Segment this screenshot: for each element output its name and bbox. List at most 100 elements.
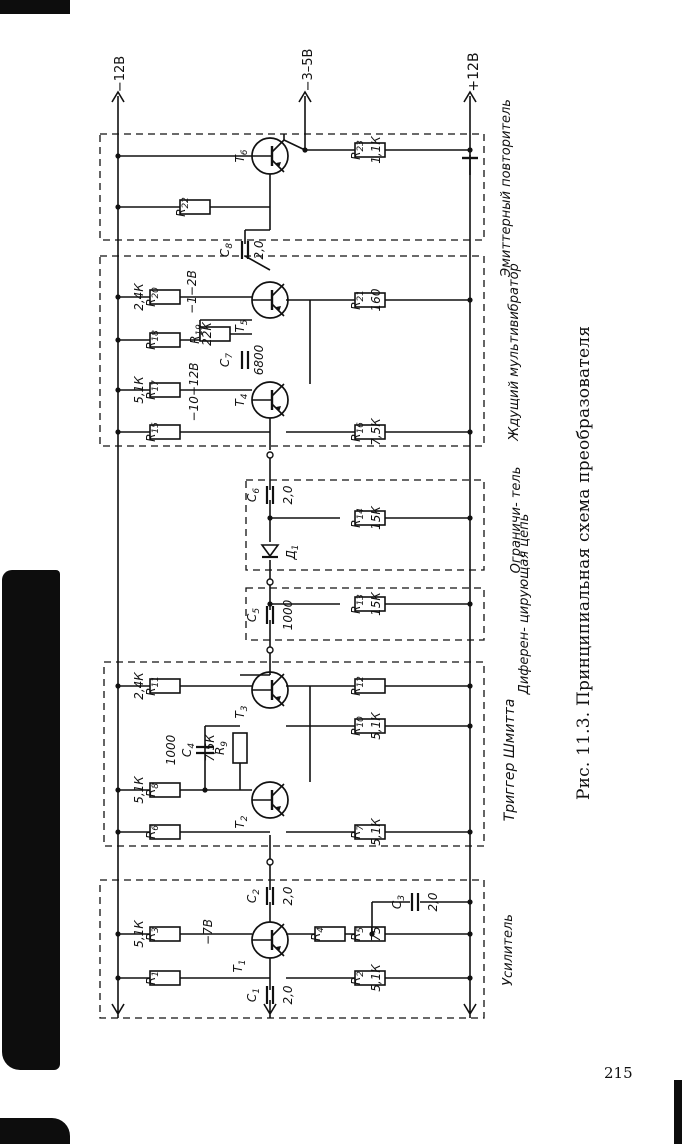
block-label-schmitt-trigger: Триггер Шмитта [502, 699, 518, 822]
value-c2: 2,0 [281, 886, 295, 905]
resistor-r12 [354, 678, 386, 694]
label-r9: R9 [213, 741, 230, 755]
transistor-collector-lead [271, 283, 285, 297]
transistor-collector-lead [271, 783, 285, 797]
transistor-emitter-arrow [276, 806, 281, 812]
rail-positive-label: +12В [466, 52, 482, 91]
label-c7-text: C7 [218, 353, 235, 367]
label-r4-text: R4 [309, 927, 326, 941]
block-label-limiter-text: Ограничи- тель [509, 467, 524, 574]
value-r16: 7,5К [369, 418, 383, 446]
label-c4: C4 [180, 743, 197, 757]
diode-d1 [260, 544, 280, 558]
value-r17-text: 5,1К [132, 376, 146, 404]
label-t1: T1 [231, 959, 248, 972]
value-c1: 2,0 [281, 985, 295, 1004]
block-label-limiter: Ограничи- тель [509, 467, 524, 574]
node-label-t4-text: −10−12В [187, 363, 201, 422]
label-c6-text: C6 [245, 488, 262, 502]
junction-dot [115, 429, 121, 435]
value-c7: 6800 [252, 344, 266, 375]
value-r13: 15К [369, 592, 383, 616]
label-r16: R16 [349, 422, 366, 442]
negative-rail-terminal-arrow [111, 1003, 125, 1018]
label-r17-text: R17 [144, 380, 161, 400]
node-label-t1: −7В [201, 919, 215, 945]
label-r17: R17 [144, 380, 161, 400]
output-label-text: −3–5В [301, 49, 316, 92]
input-arrow [263, 1003, 277, 1018]
block-emitter-follower [99, 133, 485, 241]
positive-rail-terminal-arrow [463, 1003, 477, 1018]
block-differentiator [245, 587, 485, 641]
value-r14-text: 15К [369, 506, 383, 530]
label-r22: R22 [174, 197, 191, 217]
transistor-emitter-arrow [276, 696, 281, 702]
label-r1-text: R1 [144, 971, 161, 985]
output-arrow [298, 90, 312, 150]
node-label-t4: −10−12В [187, 363, 201, 422]
node-label-t1-text: −7В [201, 919, 215, 945]
label-t2-text: T2 [233, 815, 250, 828]
label-r23: R23 [349, 140, 366, 160]
label-r9-text: R9 [213, 741, 230, 755]
value-c5: 1000 [281, 599, 295, 630]
junction-dot [467, 723, 473, 729]
junction-dot [467, 297, 473, 303]
rail-negative-label: −12В [113, 56, 128, 92]
label-r14: R14 [349, 508, 366, 528]
value-r19-text: 22К [200, 322, 214, 346]
label-r14-text: R14 [349, 508, 366, 528]
label-t1-text: T1 [231, 959, 248, 972]
junction-dot [467, 975, 473, 981]
label-r18-text: R18 [144, 330, 161, 350]
block-label-multivibrator: Ждущий мультивибратор [507, 263, 522, 442]
label-c8: C8 [218, 243, 235, 257]
junction-dot [467, 899, 473, 905]
value-c6: 2,0 [281, 485, 295, 504]
block-label-amplifier-text: Усилитель [501, 914, 516, 986]
label-r12-text: R12 [349, 676, 366, 696]
label-r3-text: R3 [144, 927, 161, 941]
value-r23: 1,1К [369, 136, 383, 164]
transistor-emitter-arrow [276, 162, 281, 168]
label-r21: R21 [349, 290, 366, 310]
label-c7: C7 [218, 353, 235, 367]
block-label-differentiator: Диферен- цирующая цепь [517, 514, 532, 696]
wire [244, 255, 271, 271]
terminal-ring [266, 858, 274, 866]
label-c4-text: C4 [180, 743, 197, 757]
value-r9-text: 7,5К [203, 734, 217, 762]
value-r14: 15К [369, 506, 383, 530]
junction-dot [202, 787, 208, 793]
label-r15: R15 [144, 422, 161, 442]
transistor-emitter-arrow [276, 946, 281, 952]
figure-caption-text: Рис. 11.3. Принципиальная схема преобраз… [574, 325, 594, 800]
transistor-collector-lead [271, 383, 285, 397]
label-c2: C2 [245, 889, 262, 903]
block-schmitt-trigger [103, 661, 485, 847]
junction-dot [467, 931, 473, 937]
label-r4: R4 [309, 927, 326, 941]
label-t3: T3 [233, 705, 250, 718]
label-t5-text: T5 [233, 319, 250, 332]
block-label-emitter-follower-text: Эмиттерный повторитель [499, 99, 514, 278]
label-d1: Д1 [284, 544, 301, 560]
junction-dot [467, 147, 473, 153]
value-r3-text: 5,1К [132, 920, 146, 948]
node-label-t5: −1−2В [185, 270, 199, 314]
label-r11: R11 [144, 676, 161, 696]
label-t6-text: T6 [233, 149, 250, 162]
label-r20: R20 [144, 287, 161, 307]
label-r7-text: R7 [349, 825, 366, 839]
label-c5-text: C5 [245, 608, 262, 622]
value-c5-text: 1000 [281, 599, 295, 630]
resistor-r10 [354, 718, 386, 734]
block-label-amplifier: Усилитель [501, 914, 516, 986]
block-label-differentiator-text: Диферен- цирующая цепь [517, 514, 532, 696]
value-r19: 22К [200, 322, 214, 346]
junction-dot [115, 931, 121, 937]
value-r8-text: 5,1К [132, 776, 146, 804]
value-r7-text: 5,1К [369, 818, 383, 846]
label-r23-text: R23 [349, 140, 366, 160]
